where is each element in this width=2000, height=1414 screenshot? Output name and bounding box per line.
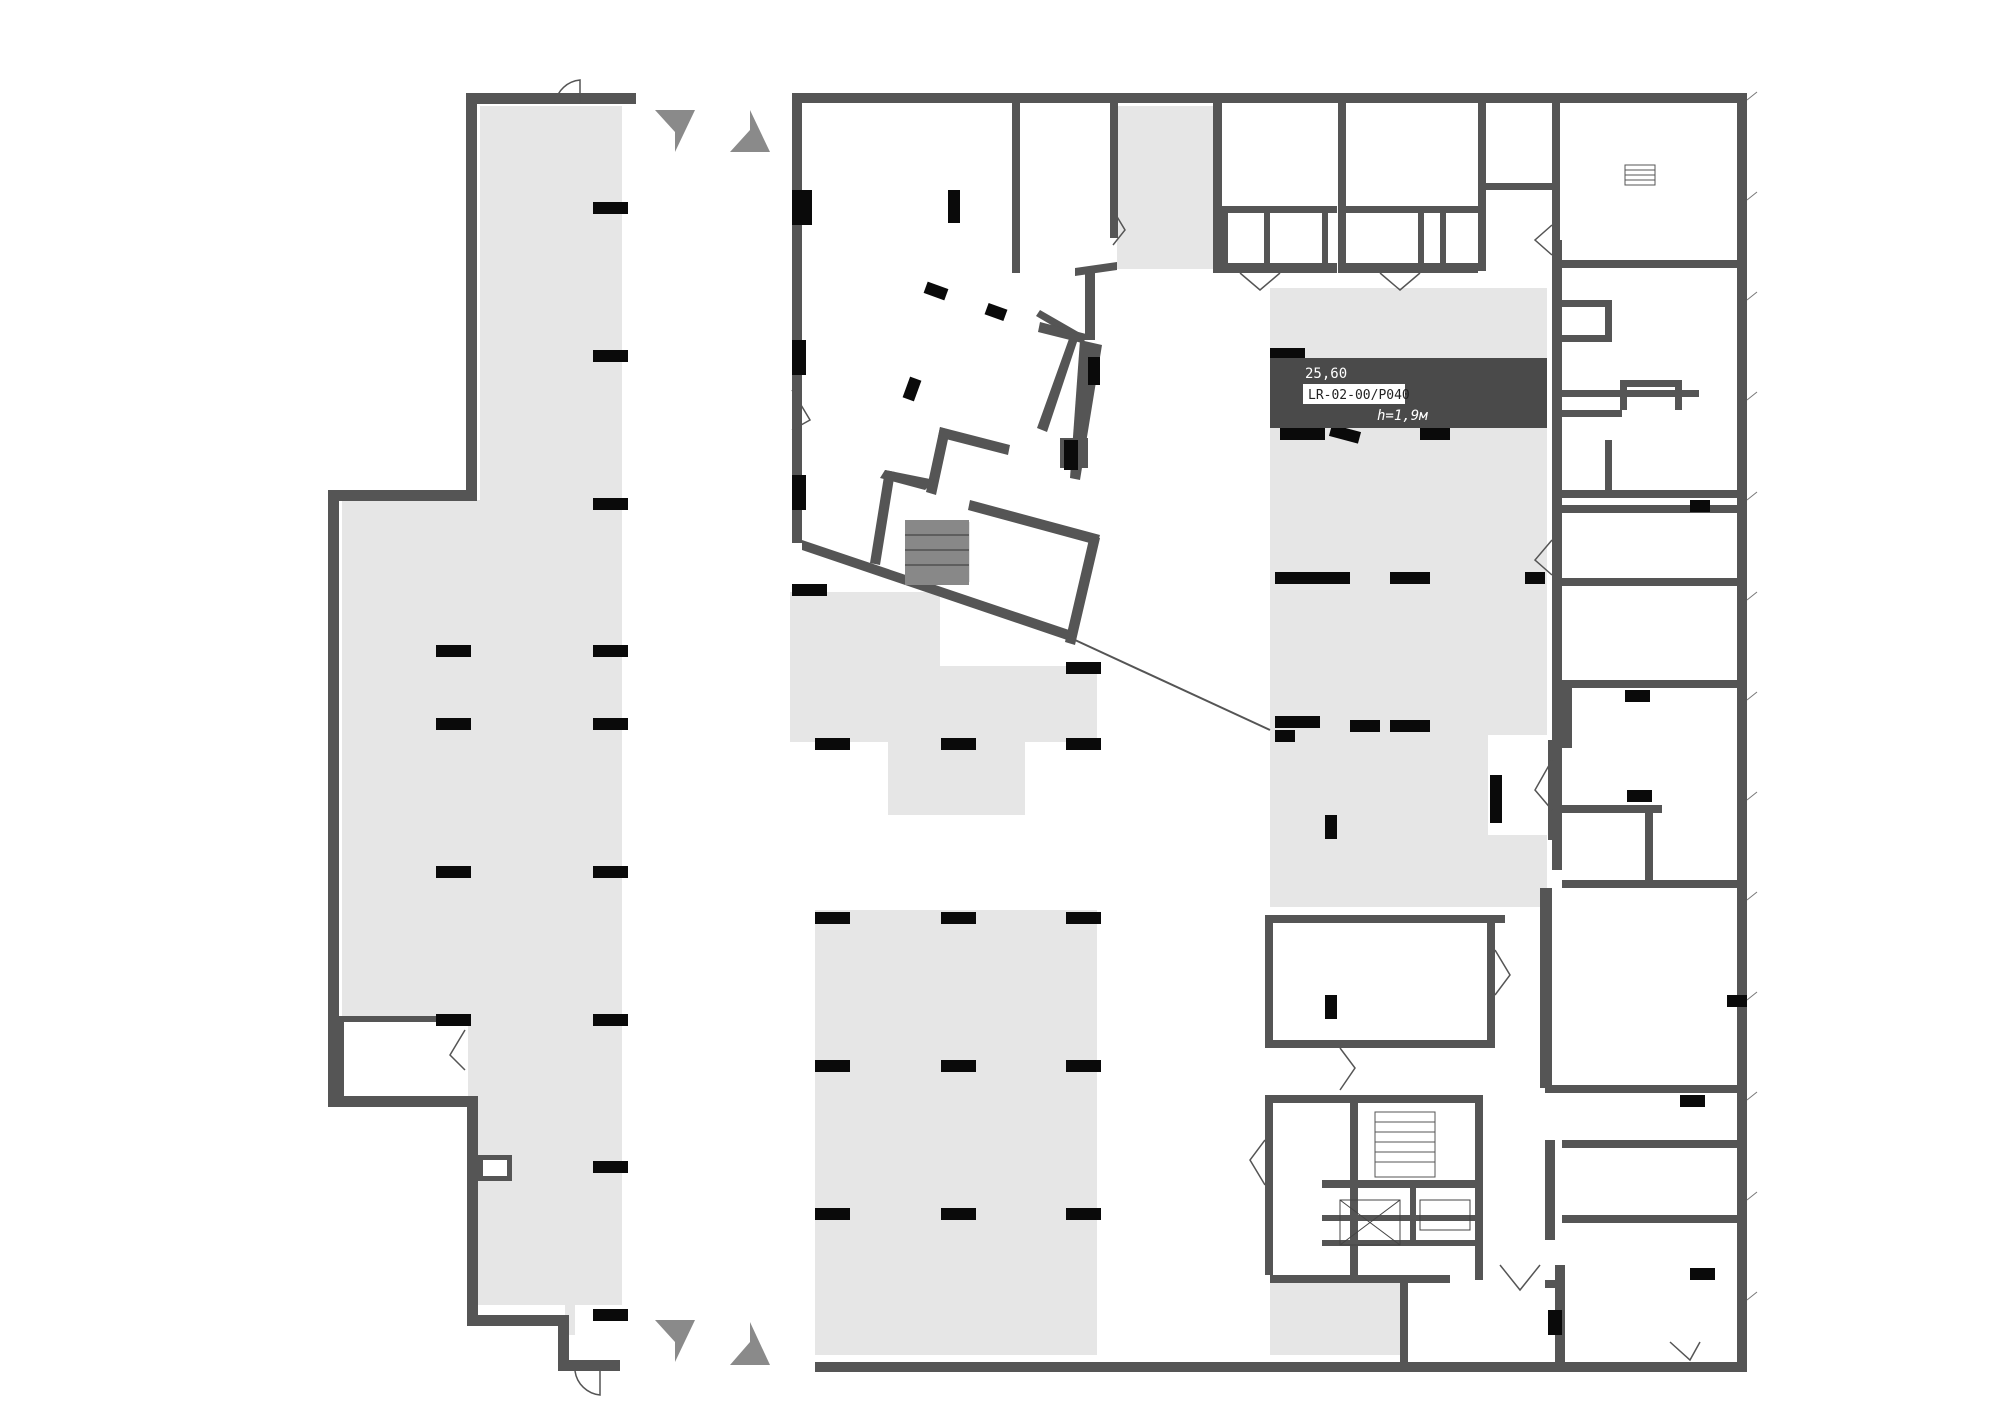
parking-space-code-label [1303,384,1405,404]
arrow-up-icon [730,110,770,152]
parking-zone-south-east [1270,1282,1408,1355]
stair-icon [1374,164,1656,1178]
door-icon [1534,759,1553,811]
door-icon [1669,1341,1701,1362]
parking-zone-north-strip [1117,106,1213,269]
parking-zone-west [342,106,622,1335]
door-icon [1239,272,1281,291]
door-icon [449,1029,466,1071]
parking-space-area: 25,60 [1305,366,1347,382]
parking-zone-east [1270,288,1547,907]
arrow-down-icon [655,110,695,152]
elevator-icon [1339,1199,1471,1246]
parking-zones [342,106,1547,1355]
door-icon [574,1370,601,1396]
parking-zone-center [790,592,1097,815]
doors [449,79,1701,1396]
highlighted-parking-space[interactable]: 25,60 LR-02-00/P040 h=1,9м [1270,358,1547,428]
door-icon [1533,539,1553,576]
door-icon [1499,1264,1541,1292]
ramp-arrows [655,110,770,1365]
door-icon [1379,272,1421,291]
door-icon [1112,209,1126,246]
door-icon [1533,224,1553,256]
door-icon [554,79,581,104]
parking-space-height: h=1,9м [1377,408,1428,424]
parking-zone-south-center [815,910,1097,1355]
door-icon [1339,1047,1356,1091]
arrow-up-icon [730,1322,770,1365]
arrow-down-icon [655,1320,695,1362]
stairs [905,164,1656,1246]
columns [436,190,1747,1335]
walls [328,93,1747,1372]
stair-icon [905,520,969,585]
wall-hatching [1746,91,1758,1301]
door-icon [791,389,812,431]
parking-space-code: LR-02-00/P040 [1308,388,1410,403]
door-icon [1249,1139,1266,1186]
door-icon [1494,949,1511,996]
